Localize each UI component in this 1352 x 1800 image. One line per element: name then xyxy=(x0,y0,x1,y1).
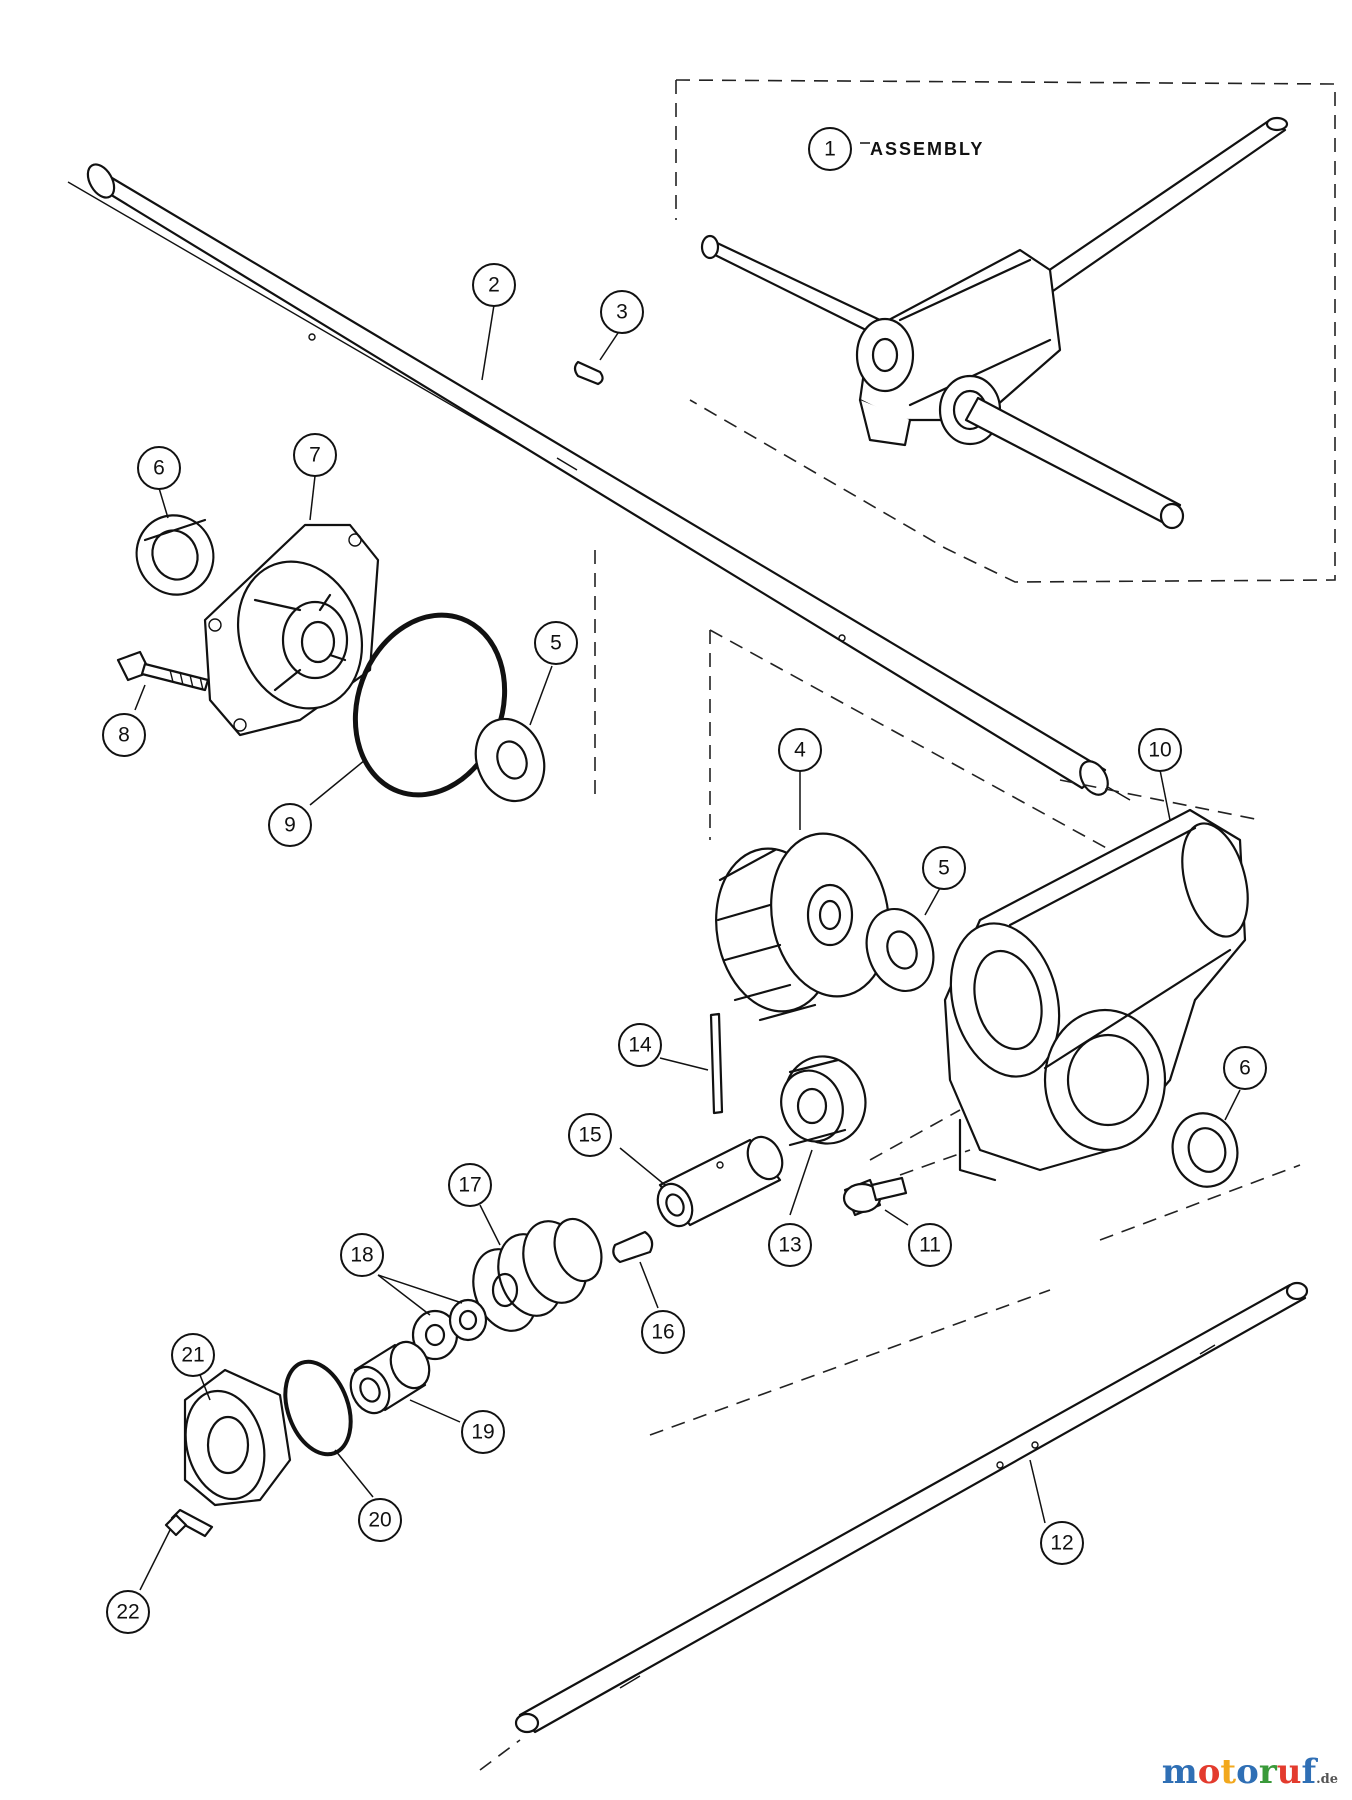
callout-8: 8 xyxy=(102,713,146,757)
watermark-letter: r xyxy=(1258,1752,1277,1792)
callout-13: 13 xyxy=(768,1223,812,1267)
gear-housing xyxy=(943,779,1261,1182)
svg-text:22: 22 xyxy=(116,1601,139,1624)
svg-text:12: 12 xyxy=(1050,1532,1073,1555)
cap-screw xyxy=(164,1508,214,1538)
svg-text:8: 8 xyxy=(118,724,130,747)
watermark-letter: u xyxy=(1276,1752,1302,1792)
svg-text:19: 19 xyxy=(471,1421,494,1444)
svg-text:6: 6 xyxy=(1239,1057,1251,1080)
callout-1: 1 xyxy=(808,127,852,171)
watermark-letter: o xyxy=(1236,1752,1259,1792)
callout-14: 14 xyxy=(618,1023,662,1067)
callout-6-left: 6 xyxy=(137,446,181,490)
callout-19: 19 xyxy=(461,1410,505,1454)
callout-16: 16 xyxy=(641,1310,685,1354)
svg-text:11: 11 xyxy=(919,1234,941,1257)
assembly-label: ASSEMBLY xyxy=(870,139,984,159)
ball-bearing xyxy=(780,1055,867,1147)
svg-text:20: 20 xyxy=(368,1509,391,1532)
callout-5-lower: 5 xyxy=(922,846,966,890)
callout-18: 18 xyxy=(340,1233,384,1277)
motoruf-watermark-logo: motoruf.de xyxy=(1162,1752,1338,1792)
callout-12: 12 xyxy=(1040,1521,1084,1565)
bushing xyxy=(349,1340,431,1415)
spacer-washers xyxy=(411,1298,488,1361)
end-cover-plate xyxy=(203,523,380,737)
leader-lines xyxy=(134,142,1241,1591)
svg-text:10: 10 xyxy=(1148,739,1171,762)
guide-line xyxy=(899,1149,971,1176)
svg-text:13: 13 xyxy=(778,1234,801,1257)
drain-plug xyxy=(842,1176,908,1217)
callout-17: 17 xyxy=(448,1163,492,1207)
callout-22: 22 xyxy=(106,1590,150,1634)
callouts: 1 ASSEMBLY 2 3 4 5 5 6 6 7 8 9 10 11 12 … xyxy=(102,127,1267,1634)
woodruff-key xyxy=(573,360,604,386)
svg-text:18: 18 xyxy=(350,1244,373,1267)
callout-9: 9 xyxy=(268,803,312,847)
guide-line xyxy=(709,629,1111,851)
svg-text:21: 21 xyxy=(181,1344,204,1367)
guide-line xyxy=(869,1109,961,1161)
svg-text:5: 5 xyxy=(550,632,562,655)
svg-text:3: 3 xyxy=(616,301,628,324)
roll-pin xyxy=(709,1012,724,1115)
svg-text:14: 14 xyxy=(628,1034,652,1057)
callout-21: 21 xyxy=(171,1333,215,1377)
cover-bolt xyxy=(116,650,210,692)
callout-5-upper: 5 xyxy=(534,621,578,665)
thrust-washer-lower xyxy=(865,907,935,993)
callout-20: 20 xyxy=(358,1498,402,1542)
oil-seal-left xyxy=(135,514,215,596)
callout-10: 10 xyxy=(1138,728,1182,772)
svg-text:2: 2 xyxy=(488,274,500,297)
callout-4: 4 xyxy=(778,728,822,772)
worm-gear xyxy=(472,1217,603,1332)
svg-text:5: 5 xyxy=(938,857,950,880)
watermark-letter: t xyxy=(1220,1752,1237,1792)
upper-axle-shaft xyxy=(67,163,1131,801)
svg-text:9: 9 xyxy=(284,814,296,837)
callout-3: 3 xyxy=(600,290,644,334)
watermark-letter: f xyxy=(1301,1752,1317,1792)
svg-text:16: 16 xyxy=(651,1321,674,1344)
svg-text:6: 6 xyxy=(153,457,165,480)
oil-seal-right xyxy=(1171,1112,1239,1188)
svg-text:17: 17 xyxy=(458,1174,481,1197)
callout-7: 7 xyxy=(293,433,337,477)
lower-axle-shaft xyxy=(479,1164,1309,1771)
callout-6-right: 6 xyxy=(1223,1046,1267,1090)
watermark-letter: m xyxy=(1161,1752,1198,1792)
shaft-sleeve xyxy=(656,1135,784,1228)
callout-11: 11 xyxy=(908,1223,952,1267)
callout-2: 2 xyxy=(472,263,516,307)
svg-text:15: 15 xyxy=(578,1124,601,1147)
retaining-ring xyxy=(283,1359,353,1457)
drive-key xyxy=(612,1230,654,1264)
assembly-inset xyxy=(675,79,1336,583)
svg-text:1: 1 xyxy=(824,138,836,161)
callout-15: 15 xyxy=(568,1113,612,1157)
watermark-letter: o xyxy=(1197,1752,1221,1792)
thrust-washer-upper xyxy=(474,717,546,803)
svg-text:4: 4 xyxy=(794,739,806,762)
drive-gear xyxy=(715,832,890,1022)
end-cap xyxy=(183,1368,292,1507)
watermark-suffix: .de xyxy=(1316,1772,1338,1787)
svg-text:7: 7 xyxy=(309,444,321,467)
